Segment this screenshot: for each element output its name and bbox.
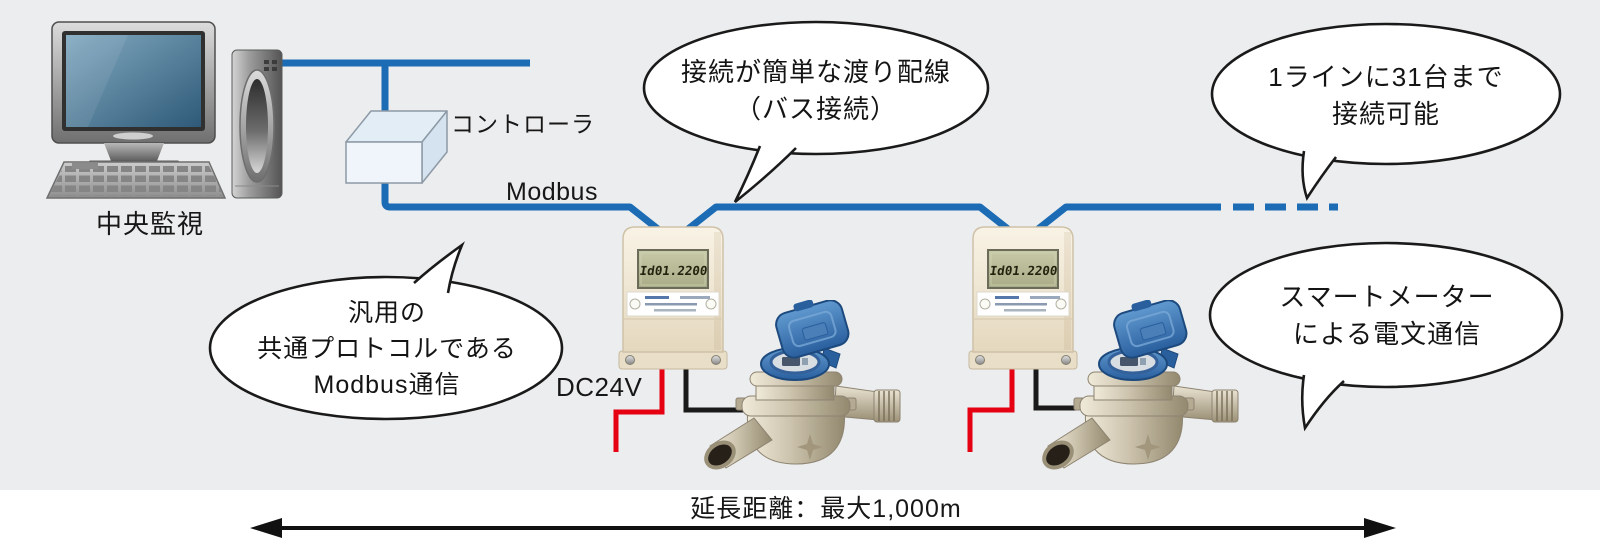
lcd-reading-2: Id01.2200 (989, 263, 1059, 278)
controller-box (345, 110, 448, 184)
label-controller: コントローラ (451, 111, 595, 137)
bubble-daisy-chain-line2: （バス接続） (734, 94, 897, 124)
bubble-protocol-line2: 共通プロトコルである (257, 335, 517, 363)
monitor (51, 21, 216, 178)
desktop-tower (231, 49, 283, 199)
speech-bubble-protocol: 汎用の 共通プロトコルである Modbus通信 (206, 241, 568, 423)
central-monitoring-computer (45, 21, 283, 199)
bubble-protocol-line1: 汎用の (347, 299, 426, 327)
modbus-bus-line (381, 178, 1221, 245)
speech-bubble-shape (208, 241, 564, 421)
lcd-display-2: Id01.2200 (987, 249, 1059, 289)
bubble-max-units-line1: 1ラインに31台まで (1268, 62, 1504, 92)
power-wire-meter1 (613, 365, 665, 452)
arrowhead-left (250, 518, 282, 538)
lcd-reading-1: Id01.2200 (639, 263, 709, 278)
smart-meter-transmitter-1: Id01.2200 (618, 226, 728, 370)
nameplate-label-2 (976, 291, 1070, 317)
speech-bubble-max-units: 1ラインに31台まで 接続可能 (1206, 19, 1566, 219)
distance-arrow (250, 518, 1396, 538)
label-central-monitor: 中央監視 (95, 209, 204, 239)
nameplate-label-1 (626, 291, 720, 317)
meter-cap-lid-2 (1113, 300, 1188, 359)
speech-bubble-shape (1208, 241, 1564, 432)
power-wire-meter2 (967, 365, 1015, 452)
arrowhead-right (1364, 518, 1396, 538)
speech-bubble-shape (1210, 22, 1562, 201)
smart-meter-transmitter-2: Id01.2200 (968, 226, 1078, 370)
bubble-smart-meter-line2: による電文通信 (1292, 319, 1482, 349)
speech-bubble-daisy-chain: 接続が簡単な渡り配線 （バス接続） (638, 16, 994, 226)
label-max-distance: 延長距離：最大1,000m (690, 495, 962, 523)
keyboard (45, 161, 227, 199)
bubble-daisy-chain-line1: 接続が簡単な渡り配線 (680, 57, 951, 87)
water-meter-2 (1042, 300, 1239, 470)
bubble-max-units-line2: 接続可能 (1331, 99, 1440, 129)
label-dc24v: DC24V (556, 372, 643, 402)
speech-bubble-shape (642, 20, 990, 204)
meter-cap-lid-1 (775, 300, 850, 359)
speech-bubble-smart-meter: スマートメーター による電文通信 (1206, 239, 1568, 435)
label-modbus: Modbus (506, 178, 598, 206)
water-meter-1 (704, 300, 901, 470)
lcd-display-1: Id01.2200 (637, 249, 709, 289)
bubble-smart-meter-line1: スマートメーター (1279, 282, 1495, 312)
bubble-protocol-line3: Modbus通信 (313, 371, 461, 399)
